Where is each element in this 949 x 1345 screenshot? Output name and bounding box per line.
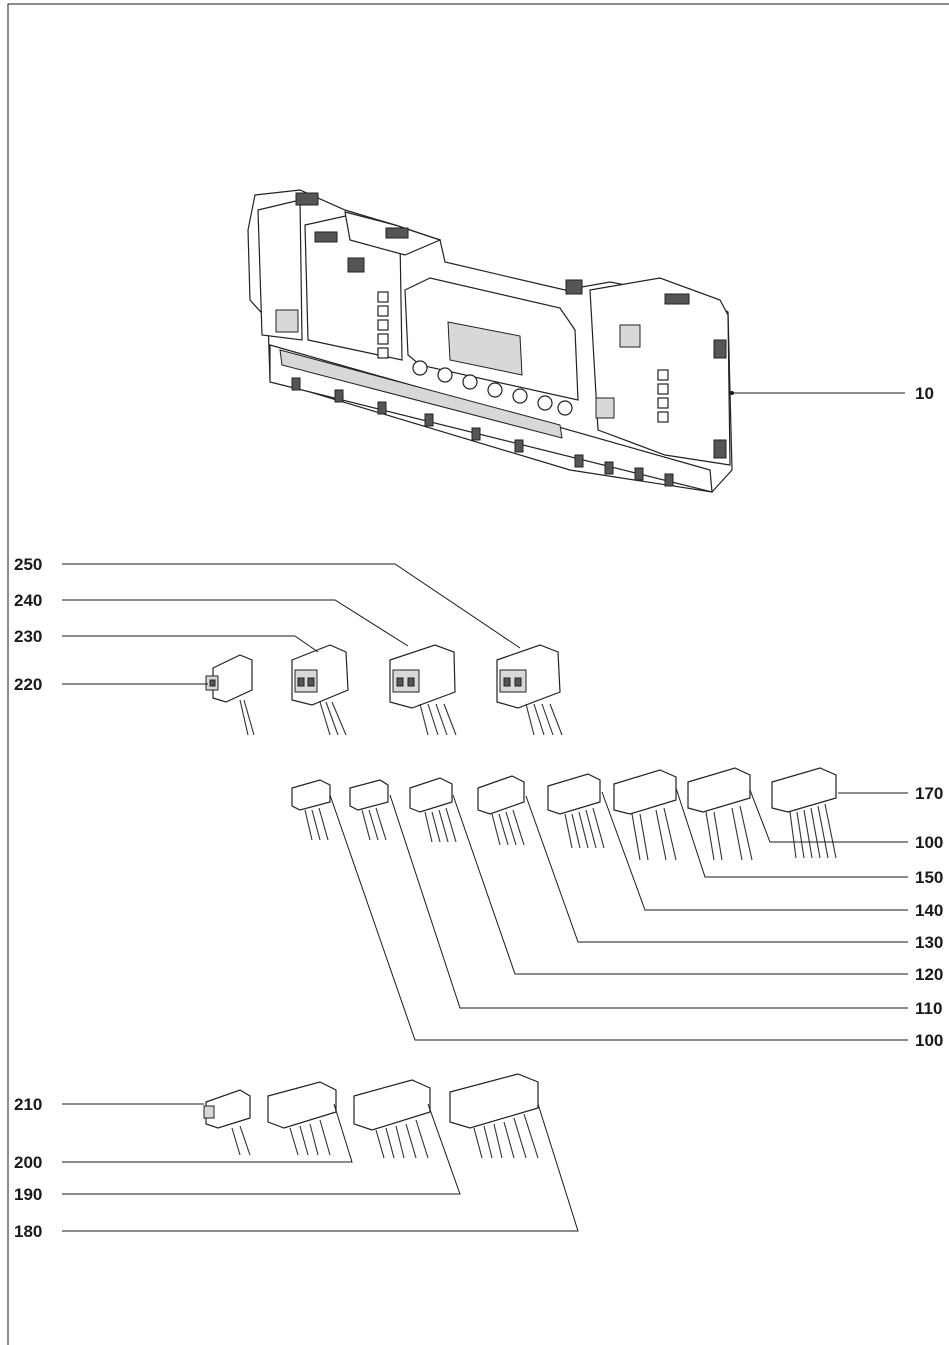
connector-130 <box>477 775 525 846</box>
connector-110 <box>349 779 389 841</box>
label-200: 200 <box>14 1153 42 1172</box>
connector-200 <box>267 1081 337 1156</box>
connector-230 <box>291 644 349 736</box>
label-190: 190 <box>14 1185 42 1204</box>
connector-160 <box>687 767 753 861</box>
connector-170 <box>771 767 837 859</box>
label-120: 120 <box>915 965 943 984</box>
connector-210 <box>203 1089 251 1156</box>
connector-140 <box>547 773 605 849</box>
connector-220 <box>205 654 255 736</box>
frame-border <box>7 3 949 1345</box>
label-210: 210 <box>14 1095 42 1114</box>
label-130: 130 <box>915 933 943 952</box>
connector-250 <box>496 644 563 736</box>
label-150: 150 <box>915 868 943 887</box>
label-100: 100 <box>915 1031 943 1050</box>
label-100-upper: 100 <box>915 833 943 852</box>
label-170: 170 <box>915 784 943 803</box>
label-240: 240 <box>14 591 42 610</box>
connector-240 <box>389 644 457 736</box>
connector-150 <box>613 769 677 861</box>
connector-100 <box>291 779 331 841</box>
connector-120 <box>409 777 457 843</box>
label-110: 110 <box>915 999 942 1018</box>
connector-180 <box>449 1073 539 1159</box>
label-250: 250 <box>14 555 42 574</box>
label-230: 230 <box>14 627 42 646</box>
label-140: 140 <box>915 901 943 920</box>
control-unit <box>247 189 733 493</box>
label-220: 220 <box>14 675 42 694</box>
label-10: 10 <box>915 384 934 403</box>
connector-190 <box>353 1079 431 1159</box>
label-180: 180 <box>14 1222 42 1241</box>
